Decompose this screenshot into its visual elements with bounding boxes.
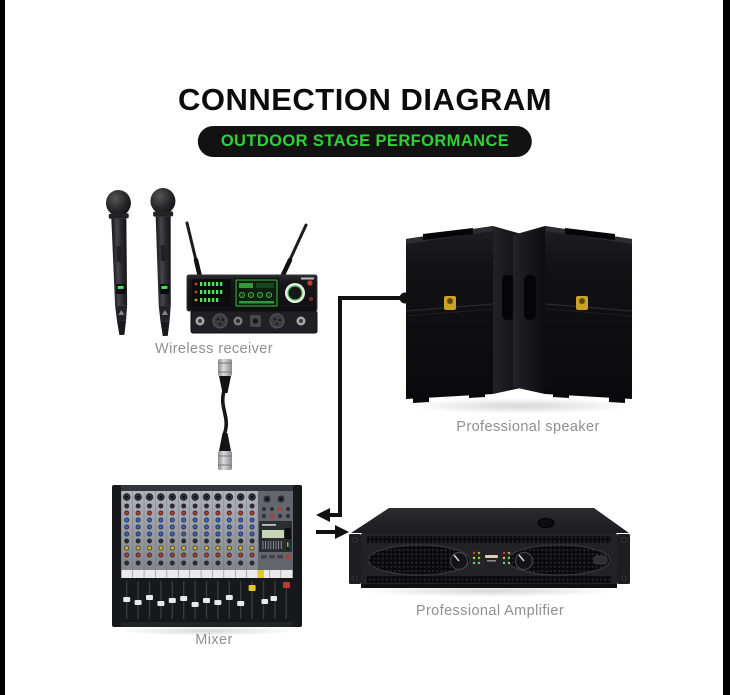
amplifier-knob-icon [449, 551, 469, 571]
speaker-cabinet-icon [405, 226, 525, 403]
receiver-antenna-icon [185, 221, 308, 280]
microphone-icon [150, 188, 176, 337]
amplifier-power-button [593, 555, 608, 565]
wireless-microphones-illustration [104, 188, 184, 338]
mixer-illustration [112, 481, 302, 632]
left-arrowhead-icon [316, 508, 330, 522]
speaker-shadow [408, 398, 632, 414]
amplifier-vent-grille [367, 544, 471, 576]
microphone-icon [105, 189, 131, 336]
professional-amplifier-label: Professional Amplifier [415, 603, 565, 619]
professional-speaker-illustration [403, 220, 635, 412]
professional-speaker-label: Professional speaker [456, 419, 600, 435]
amp-to-speaker-connection [316, 292, 411, 522]
amplifier-logo [485, 555, 498, 558]
right-frame-bar [723, 0, 730, 695]
mixer-shadow [118, 626, 298, 636]
xlr-connector-icon [218, 433, 232, 470]
xlr-connector-icon [218, 359, 232, 393]
mixer-to-amp-arrow [316, 525, 349, 539]
speaker-cabinet-icon [513, 226, 633, 403]
receiver-rear-connectors [195, 313, 306, 329]
receiver-display [234, 278, 279, 308]
wireless-receiver-label: Wireless receiver [155, 341, 273, 357]
receiver-knob-icon [285, 277, 314, 303]
receiver-led-meters [192, 279, 231, 307]
professional-amplifier-illustration [347, 506, 632, 592]
left-frame-bar [0, 0, 5, 695]
amplifier-rack-ear [617, 534, 630, 584]
mixer-master-section [258, 491, 293, 570]
page-title: CONNECTION DIAGRAM [177, 82, 553, 117]
amplifier-knob-icon [514, 551, 534, 571]
amplifier-led-indicators [472, 551, 511, 565]
amplifier-top-face [351, 508, 629, 533]
amplifier-rack-ear [349, 534, 361, 584]
cable-wire [221, 390, 229, 436]
mixer-channel-strips [121, 491, 258, 570]
wireless-receiver-illustration [185, 220, 325, 336]
mixer-label: Mixer [195, 632, 233, 648]
mixer-fader-caps [123, 582, 290, 607]
subtitle-badge: OUTDOOR STAGE PERFORMANCE [197, 126, 533, 157]
xlr-cable-illustration [205, 357, 245, 474]
amplifier-vent-grille [507, 544, 611, 576]
